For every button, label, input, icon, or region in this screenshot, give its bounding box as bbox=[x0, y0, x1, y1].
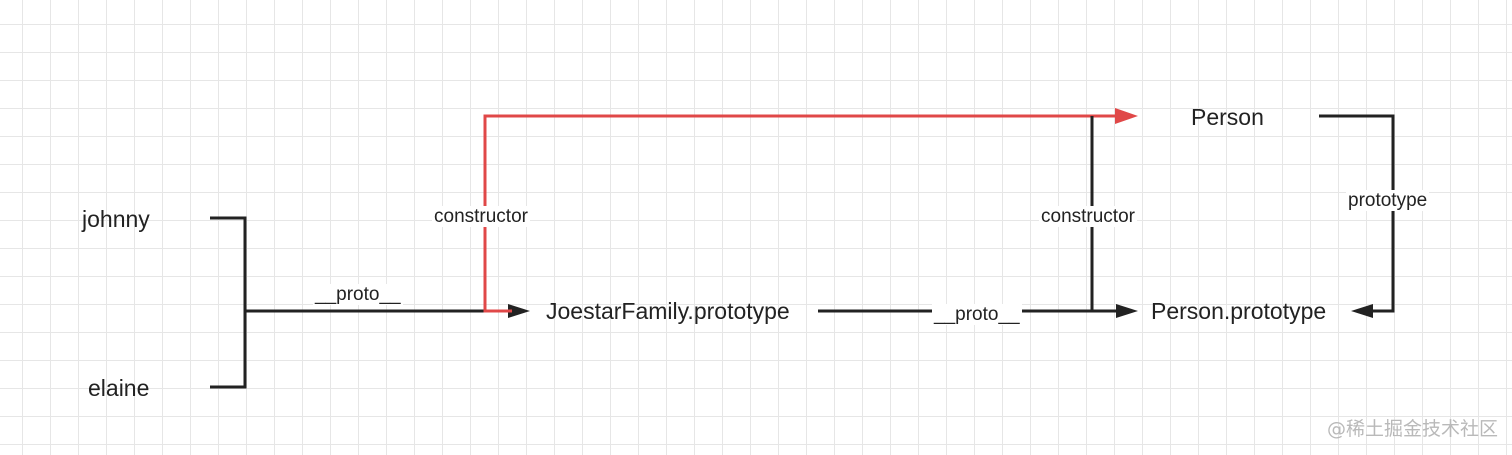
arrowhead-person-prototype bbox=[1116, 304, 1138, 318]
arrowhead-prototype bbox=[1351, 304, 1373, 318]
node-person-prototype: Person.prototype bbox=[1151, 298, 1327, 324]
node-elaine: elaine bbox=[88, 375, 150, 401]
watermark: @稀土掘金技术社区 bbox=[1326, 418, 1498, 440]
node-person: Person bbox=[1191, 104, 1264, 130]
edge-label-proto-mid: __proto__ bbox=[932, 304, 1022, 325]
node-joestar-prototype: JoestarFamily.prototype bbox=[546, 298, 790, 324]
arrowhead-joestar bbox=[508, 304, 530, 318]
edge-label-proto-left: __proto__ bbox=[313, 284, 403, 305]
edge-constructor-left bbox=[483, 114, 1118, 313]
node-johnny: johnny bbox=[82, 206, 150, 232]
arrowhead-person bbox=[1115, 108, 1138, 124]
edge-label-constructor-left: constructor bbox=[432, 206, 530, 227]
edge-label-constructor-right: constructor bbox=[1039, 206, 1137, 227]
edge-prototype bbox=[1319, 114, 1395, 313]
edge-label-prototype: prototype bbox=[1346, 190, 1430, 211]
johnny-elaine-bracket bbox=[210, 216, 247, 389]
